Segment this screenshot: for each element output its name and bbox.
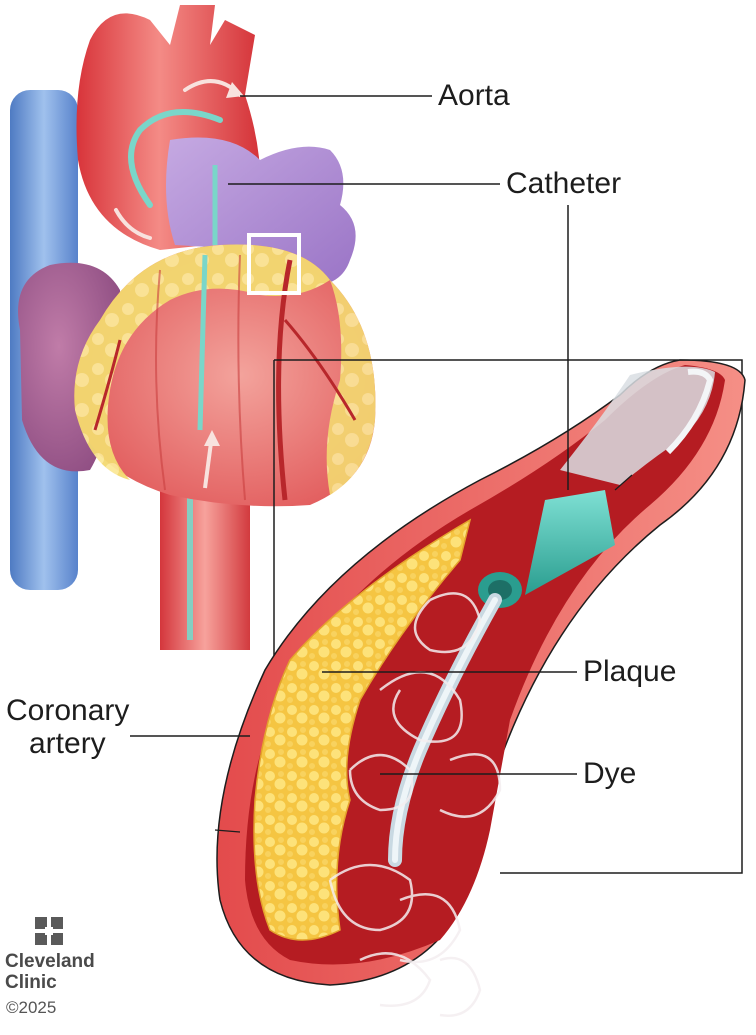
zoom-frame <box>274 359 743 874</box>
heart <box>74 244 376 507</box>
leader-lines <box>130 95 577 775</box>
aorta-label: Aorta <box>438 79 510 112</box>
coronary-artery-label-line1: Coronary <box>6 694 130 727</box>
inset-marker <box>247 233 301 295</box>
pulmonary-artery <box>166 137 356 286</box>
cleveland-clinic-logo-icon <box>35 917 63 945</box>
plaque-label: Plaque <box>583 655 677 688</box>
logo-text-line1: Cleveland <box>5 951 95 972</box>
copyright-text: ©2025 <box>6 998 57 1017</box>
catheter-device <box>388 490 615 867</box>
dye-label: Dye <box>583 757 637 790</box>
catheter-label: Catheter <box>506 167 622 200</box>
dye-swirls <box>328 592 502 1017</box>
logo-text-line2: Clinic <box>5 972 57 993</box>
coronary-artery-label-line2: artery <box>29 727 106 760</box>
